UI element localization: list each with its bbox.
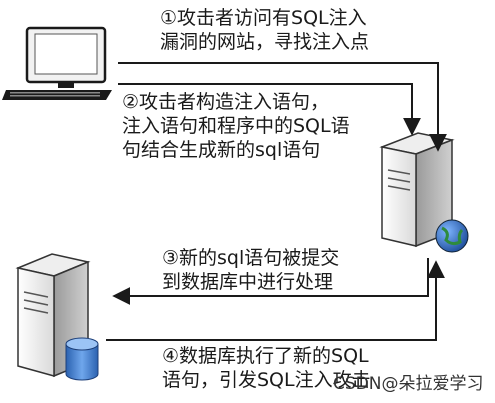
arrow-step-2 [118,83,421,136]
globe-icon [435,219,469,253]
step-4-line-2: 语句，引发SQL注入攻击 [162,369,371,391]
computer-icon [2,26,112,100]
server-icon [379,132,455,248]
database-server-icon [15,253,99,381]
step-1-line-2: 漏洞的网站，寻找注入点 [160,31,370,53]
arrow-step-1 [118,62,447,152]
step-3-label: ③新的sql语句被提交 到数据库中进行处理 [162,246,339,294]
step-2-line-3: 句结合生成新的sql语句 [122,139,321,161]
step-1-label: ①攻击者访问有SQL注入 漏洞的网站，寻找注入点 [160,6,369,54]
watermark: CSDN@朵拉爱学习 [333,374,484,394]
step-2-line-2: 注入语句和程序中的SQL语 [122,115,350,137]
step-2-label: ②攻击者构造注入语句， 注入语句和程序中的SQL语 句结合生成新的sql语句 [122,90,350,162]
step-1-line-1: ①攻击者访问有SQL注入 [160,7,367,29]
step-3-line-2: 到数据库中进行处理 [162,271,334,293]
step-3-line-1: ③新的sql语句被提交 [162,247,340,269]
step-4-line-1: ④数据库执行了新的SQL [162,345,369,367]
step-2-line-1: ②攻击者构造注入语句， [122,91,330,113]
arrow-step-4 [106,260,445,341]
step-4-label: ④数据库执行了新的SQL 语句，引发SQL注入攻击 [162,344,371,392]
